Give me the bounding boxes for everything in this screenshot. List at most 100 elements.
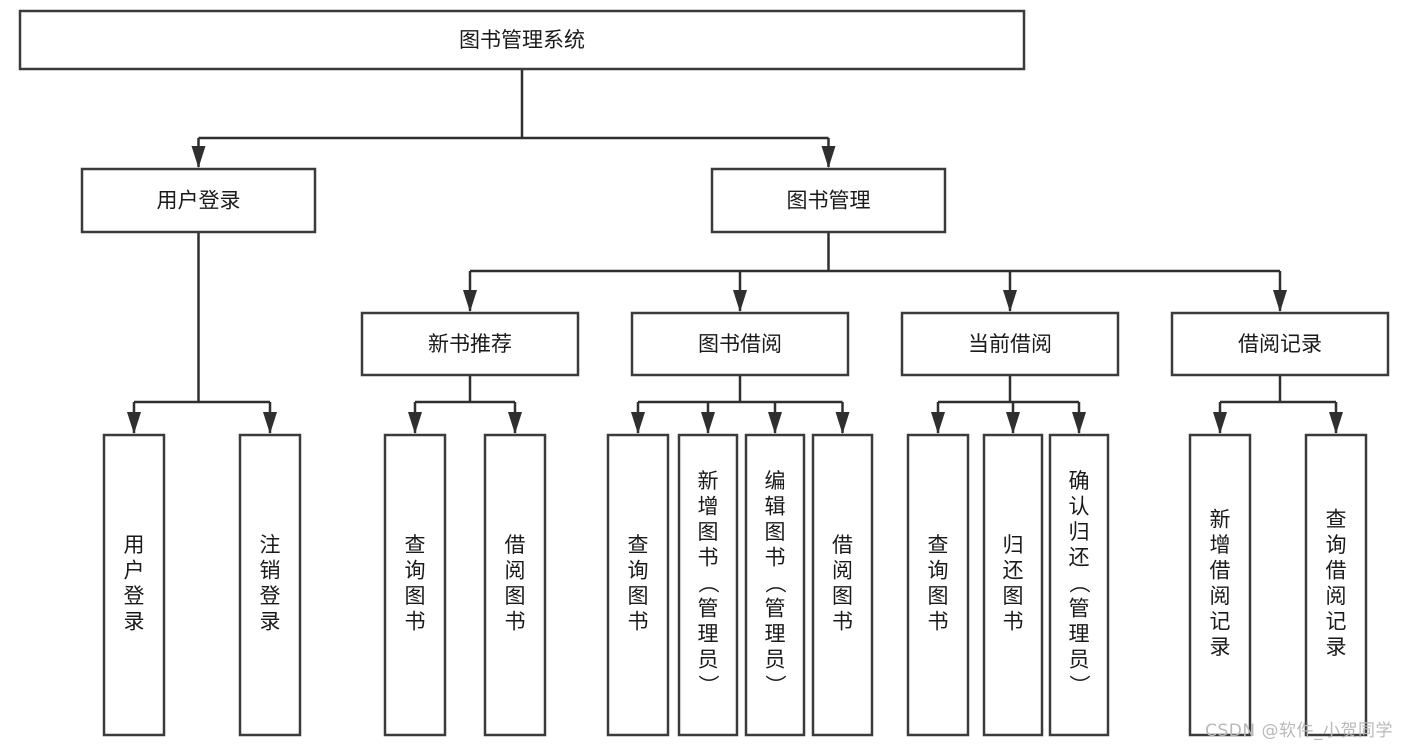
node-label-char: 借 — [1326, 558, 1347, 582]
node-label-char: 书 — [405, 609, 426, 633]
node-box-outline — [1304, 433, 1368, 737]
node-label: 图书借阅 — [698, 332, 782, 356]
arrow-head-icon — [191, 146, 206, 168]
arrow-head-icon — [1273, 290, 1287, 312]
node-label-char: 录 — [1326, 635, 1347, 659]
node-label-char: 借 — [1210, 558, 1231, 582]
node-label-char: （ — [763, 573, 787, 594]
node-label-char: 用 — [124, 533, 145, 557]
node-label-char: ） — [1067, 675, 1091, 696]
node-label-char: 确 — [1069, 469, 1090, 493]
arrow-head-icon — [463, 290, 477, 312]
arrow-head-icon — [733, 290, 747, 312]
node-label-char: 书 — [1003, 609, 1024, 633]
node-box-outline — [383, 433, 447, 737]
node-label-char: 查 — [628, 533, 649, 557]
node-level2-当前借阅[interactable]: 当前借阅 — [900, 311, 1120, 377]
node-label-char: 录 — [260, 609, 281, 633]
node-layer: 图书管理系统用户登录图书管理新书推荐图书借阅当前借阅借阅记录用户登录注销登录查询… — [18, 9, 1390, 737]
node-label-char: 还 — [1069, 546, 1090, 570]
node-label-char: 管 — [698, 597, 719, 621]
node-label-char: 询 — [928, 558, 949, 582]
node-label: 图书管理系统 — [459, 28, 585, 52]
node-label-char: 员 — [1069, 648, 1090, 672]
node-label-char: 阅 — [1326, 584, 1347, 608]
node-label-char: 图 — [505, 584, 526, 608]
node-label-char: 阅 — [1210, 584, 1231, 608]
node-label-char: 图 — [628, 584, 649, 608]
node-level2-图书借阅[interactable]: 图书借阅 — [630, 311, 850, 377]
node-label-char: 书 — [928, 609, 949, 633]
node-label-char: 借 — [505, 533, 526, 557]
node-label-char: 图 — [765, 520, 786, 544]
node-label-char: 查 — [928, 533, 949, 557]
node-box-outline — [630, 311, 850, 377]
arrow-head-icon — [1006, 412, 1020, 434]
node-label-char: 书 — [505, 609, 526, 633]
node-level1-用户登录[interactable]: 用户登录 — [80, 167, 317, 234]
node-box-outline — [677, 433, 739, 737]
node-label-char: 员 — [698, 648, 719, 672]
node-level1-图书管理[interactable]: 图书管理 — [710, 167, 947, 234]
node-box-outline — [1048, 433, 1110, 737]
node-label-char: 理 — [698, 622, 719, 646]
node-label: 借阅记录 — [1238, 332, 1322, 356]
node-label-char: 理 — [1069, 622, 1090, 646]
node-label: 新书推荐 — [428, 332, 512, 356]
node-box-outline — [906, 433, 970, 737]
node-label-char: 书 — [765, 546, 786, 570]
node-label-char: 管 — [1069, 597, 1090, 621]
node-box-outline — [18, 9, 1026, 71]
node-label-char: 询 — [628, 558, 649, 582]
arrow-head-icon — [821, 146, 836, 168]
node-box-outline — [710, 167, 947, 234]
node-level2-新书推荐[interactable]: 新书推荐 — [360, 311, 580, 377]
connector-layer — [127, 69, 1343, 434]
node-label-char: 图 — [832, 584, 853, 608]
arrow-head-icon — [1072, 412, 1086, 434]
node-label-char: 阅 — [505, 558, 526, 582]
node-leaf-用户登录[interactable]: 用户登录 — [102, 433, 166, 737]
node-label-char: 理 — [765, 622, 786, 646]
node-label-char: （ — [696, 573, 720, 594]
node-label-char: 询 — [1326, 533, 1347, 557]
node-label-char: 编 — [765, 469, 786, 493]
node-label-char: 书 — [698, 546, 719, 570]
node-label-char: 增 — [698, 495, 719, 519]
node-label-char: 辑 — [765, 495, 786, 519]
arrow-head-icon — [263, 412, 277, 434]
node-label-char: ） — [763, 675, 787, 696]
arrow-head-icon — [508, 412, 522, 434]
node-label-char: 录 — [124, 609, 145, 633]
arrow-head-icon — [768, 412, 782, 434]
node-label-char: 登 — [124, 584, 145, 608]
arrow-head-icon — [701, 412, 715, 434]
node-label: 图书管理 — [787, 189, 871, 213]
node-label-char: 查 — [405, 533, 426, 557]
node-label-char: 书 — [832, 609, 853, 633]
node-label-char: 新 — [698, 469, 719, 493]
node-label-char: （ — [1067, 573, 1091, 594]
node-box-outline — [238, 433, 302, 737]
node-label-char: 图 — [928, 584, 949, 608]
node-label-char: 认 — [1069, 495, 1090, 519]
node-root-图书管理系统[interactable]: 图书管理系统 — [18, 9, 1026, 71]
node-box-outline — [1188, 433, 1252, 737]
node-label-char: 阅 — [832, 558, 853, 582]
node-level2-借阅记录[interactable]: 借阅记录 — [1170, 311, 1390, 377]
arrow-head-icon — [1213, 412, 1227, 434]
